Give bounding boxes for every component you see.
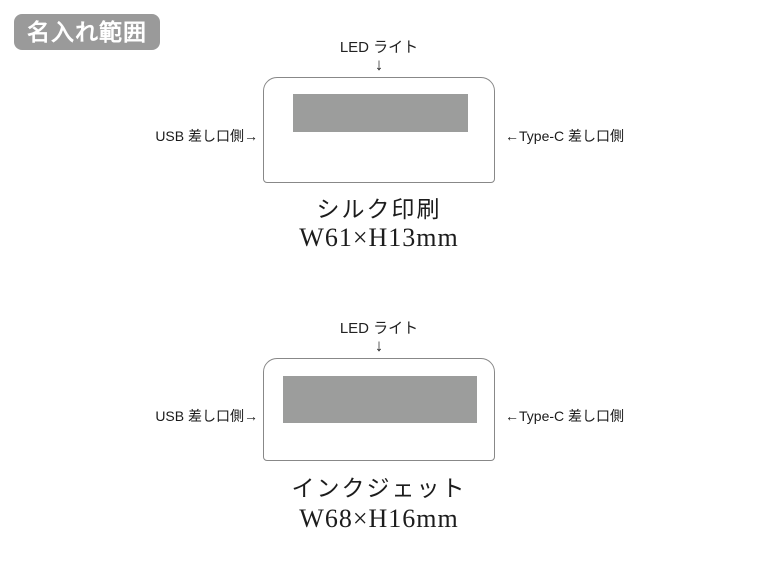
print-method-caption: インクジェット [291, 476, 467, 501]
usb-side-label: USB 差し口側→ [155, 128, 258, 144]
usb-side-label: USB 差し口側→ [155, 408, 258, 424]
down-arrow-icon: ↓ [374, 55, 384, 74]
print-area-rect [293, 94, 468, 132]
print-method-caption: シルク印刷 [316, 197, 442, 222]
device-outline [263, 358, 495, 461]
led-light-label: LED ライト [339, 39, 419, 56]
led-light-label: LED ライト [339, 320, 419, 337]
imprint-area-badge: 名入れ範囲 [14, 14, 160, 50]
type-c-side-label: ←Type-C 差し口側 [505, 128, 625, 144]
device-outline [263, 77, 495, 183]
print-size-label: W68×H16mm [299, 504, 459, 533]
down-arrow-icon: ↓ [374, 336, 384, 355]
print-area-rect [283, 376, 477, 423]
type-c-side-label: ←Type-C 差し口側 [505, 408, 625, 424]
print-size-label: W61×H13mm [299, 223, 459, 252]
